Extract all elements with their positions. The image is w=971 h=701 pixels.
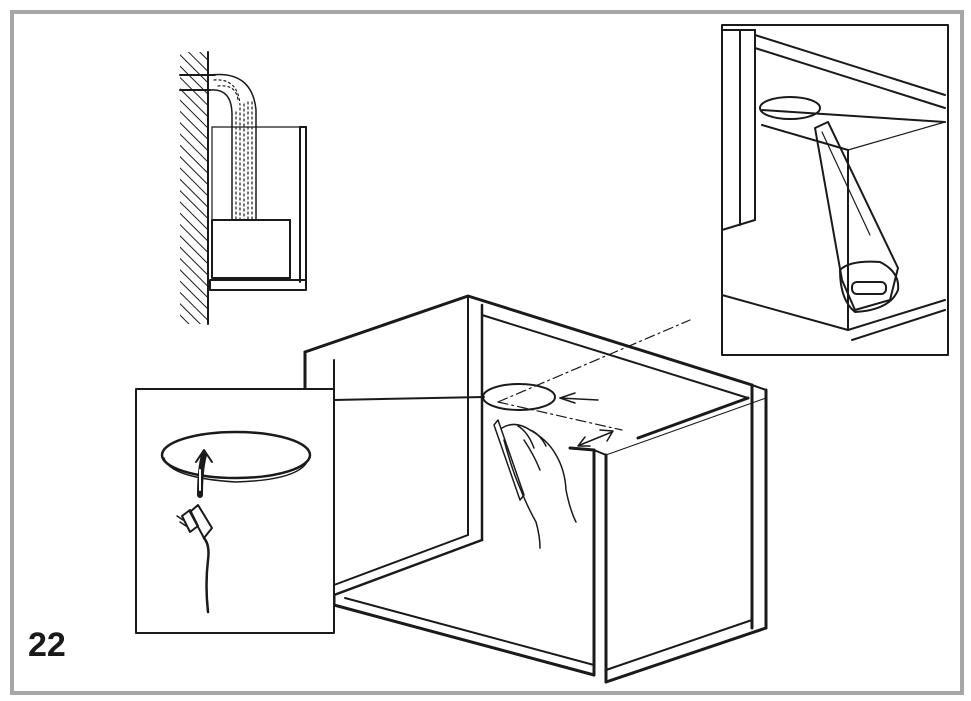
- step-number: 22: [28, 626, 66, 664]
- figure-frame: [10, 10, 964, 695]
- hand-icon: [493, 419, 577, 549]
- cabinet-icon: [303, 294, 768, 684]
- power-plug-icon: [135, 388, 485, 634]
- wall-duct-icon: [179, 51, 307, 325]
- saw-icon: [721, 24, 949, 356]
